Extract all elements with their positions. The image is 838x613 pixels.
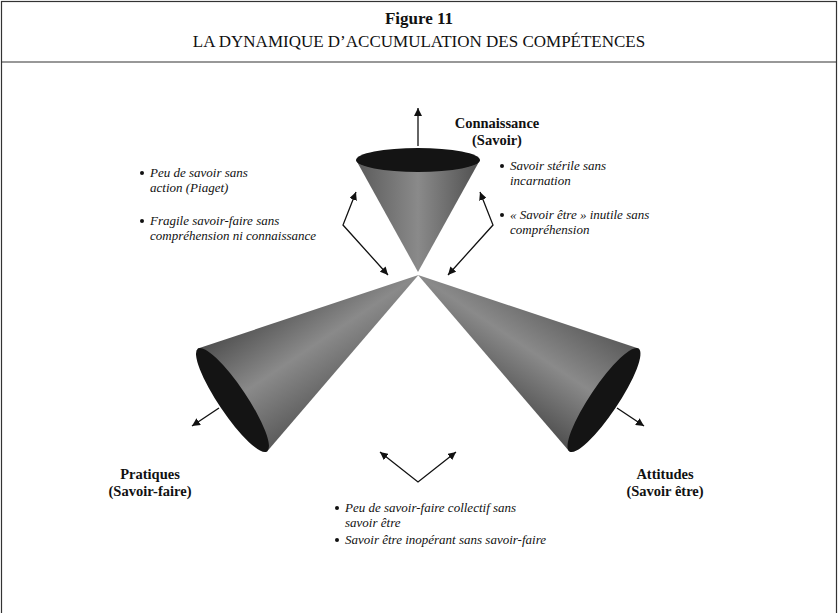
bullet bbox=[500, 164, 504, 168]
heading-wrap: Figure 11 bbox=[0, 8, 838, 29]
note-text: Peu de savoir-faire collectif sans savoi… bbox=[345, 500, 530, 530]
heading-wrap: LA DYNAMIQUE D’ACCUMULATION DES COMPÉTEN… bbox=[0, 31, 838, 52]
bullet bbox=[500, 213, 504, 217]
note-text: Fragile savoir-faire sans compréhension … bbox=[150, 213, 328, 243]
note-wrap: Peu de savoir-faire collectif sans savoi… bbox=[345, 500, 530, 530]
outward-arrow bbox=[617, 408, 644, 426]
cone-label: Connaissance bbox=[455, 115, 540, 132]
cone-label: (Savoir être) bbox=[626, 483, 703, 500]
note-text: Savoir stérile sans incarnation bbox=[510, 158, 610, 188]
cone-base bbox=[356, 148, 480, 172]
outward-arrow bbox=[192, 408, 219, 426]
bullet bbox=[335, 538, 339, 542]
cone-label-wrap: Connaissance(Savoir) bbox=[455, 115, 540, 149]
cone-body bbox=[197, 275, 418, 451]
cone-shape bbox=[418, 275, 640, 452]
double-arrow bbox=[380, 452, 456, 482]
cone-label-wrap: Pratiques(Savoir-faire) bbox=[109, 466, 192, 500]
bullet bbox=[335, 506, 339, 510]
note-wrap: Fragile savoir-faire sans compréhension … bbox=[150, 213, 328, 243]
note-wrap: Peu de savoir sans action (Piaget) bbox=[150, 165, 268, 195]
cone-body bbox=[418, 275, 639, 451]
cone-label: (Savoir) bbox=[455, 132, 540, 149]
note-text: « Savoir être » inutile sans compréhensi… bbox=[510, 207, 670, 237]
cone-body bbox=[356, 160, 480, 272]
note-wrap: Savoir stérile sans incarnation bbox=[510, 158, 610, 188]
bullet bbox=[140, 219, 144, 223]
cone-label: Attitudes bbox=[626, 466, 703, 483]
bullet bbox=[140, 171, 144, 175]
cone-label-wrap: Attitudes(Savoir être) bbox=[626, 466, 703, 500]
title-separator bbox=[2, 61, 837, 62]
cone-shape bbox=[356, 148, 480, 272]
cone-node: Attitudes(Savoir être) bbox=[418, 275, 640, 452]
cone-label: Pratiques bbox=[109, 466, 192, 483]
note-wrap: Savoir être inopérant sans savoir-faire bbox=[345, 532, 585, 547]
note-text: Peu de savoir sans action (Piaget) bbox=[150, 165, 268, 195]
cone-node: Connaissance(Savoir) bbox=[356, 148, 480, 272]
figure-title: Figure 11 bbox=[0, 8, 838, 29]
outward-arrow bbox=[417, 108, 418, 146]
cone-node: Pratiques(Savoir-faire) bbox=[196, 275, 418, 452]
figure-caption: LA DYNAMIQUE D’ACCUMULATION DES COMPÉTEN… bbox=[0, 31, 838, 52]
cone-base bbox=[186, 341, 278, 460]
cone-shape bbox=[196, 275, 418, 452]
note-wrap: « Savoir être » inutile sans compréhensi… bbox=[510, 207, 670, 237]
cone-base bbox=[558, 341, 650, 460]
note-text: Savoir être inopérant sans savoir-faire bbox=[345, 532, 585, 547]
cone-label: (Savoir-faire) bbox=[109, 483, 192, 500]
